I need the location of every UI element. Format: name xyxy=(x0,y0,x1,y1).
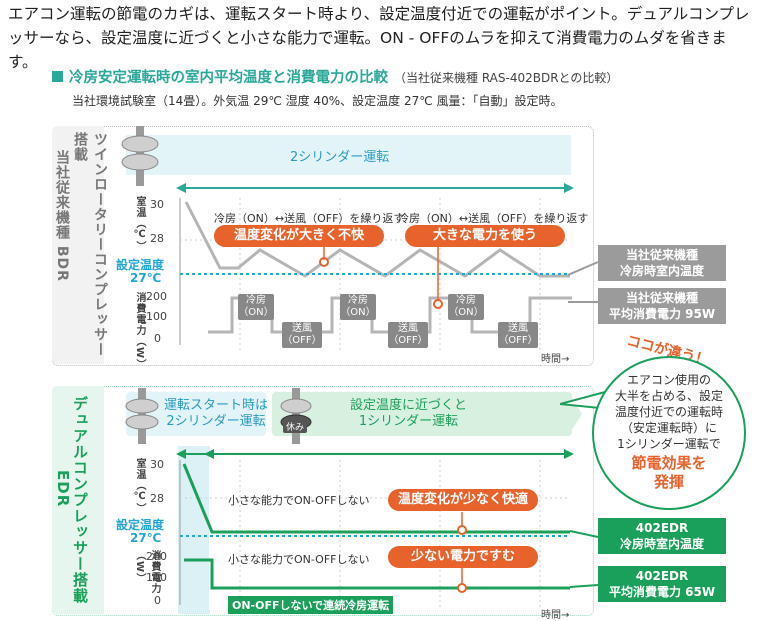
top-power-tick-100: 100 xyxy=(146,310,167,323)
top-band-text: 2シリンダー運転 xyxy=(290,150,390,165)
twin-compressor-icon xyxy=(121,126,159,186)
bottom-steady-text: 設定温度に近づくと 1シリンダー運転 xyxy=(350,398,468,429)
bottom-vertical-label-1: デュアルコンプレッサー搭載 xyxy=(71,396,89,604)
top-callout-power: 大きな電力を使う xyxy=(405,225,565,247)
off-tag-2: 送風 （OFF） xyxy=(388,322,428,348)
bottom-start-shade xyxy=(178,446,210,614)
top-set-temp-label: 設定温度 xyxy=(116,258,165,272)
top-band-arrow-shape xyxy=(546,135,571,175)
top-temp-tick-30: 30 xyxy=(150,198,164,211)
top-temp-axis-label: 室温（℃） xyxy=(134,196,145,252)
bottom-callout-temp: 温度変化が少なく快適 xyxy=(388,489,538,511)
chart-heading: 冷房安定運転時の室内平均温度と消費電力の比較 （当社従来機種 RAS-402BDR… xyxy=(52,66,618,87)
bottom-set-temp-label: 設定温度 xyxy=(116,518,165,532)
single-compressor-icon xyxy=(280,388,312,444)
top-repeat-note-1: 冷房（ON）↔送風（OFF）を繰り返す xyxy=(214,212,405,225)
bottom-result-temp: 402EDR 冷房時室内温度 xyxy=(598,518,726,554)
bottom-steady-band xyxy=(272,392,572,436)
bottom-result-temp-line1: 402EDR xyxy=(635,521,689,535)
top-result-power-line1: 当社従来機種 xyxy=(625,291,698,305)
continuous-label: ON-OFFしないで連続冷房運転 xyxy=(228,596,394,614)
heading-subtitle: （当社従来機種 RAS-402BDRとの比較） xyxy=(394,71,619,85)
bottom-twin-compressor-icon xyxy=(125,388,159,444)
off-tag-1: 送風 （OFF） xyxy=(282,322,322,348)
bottom-chart xyxy=(176,449,574,610)
top-result-temp: 当社従来機種 冷房時室内温度 xyxy=(598,245,726,281)
on-tag-2: 冷房 （ON） xyxy=(340,294,376,320)
top-result-power: 当社従来機種 平均消費電力 95W xyxy=(598,288,726,324)
bottom-temp-axis-label: 室温（℃） xyxy=(134,458,145,514)
bottom-result-temp-line2: 冷房時室内温度 xyxy=(619,537,704,551)
top-result-temp-line2: 冷房時室内温度 xyxy=(619,264,704,278)
intro-text: エアコン運転の節電のカギは、運転スタート時より、設定温度付近での運転がポイント。… xyxy=(8,5,750,71)
top-callout-temp: 温度変化が大きく不快 xyxy=(214,225,384,247)
rest-tag: 休み xyxy=(283,420,308,433)
bottom-result-power: 402EDR 平均消費電力 65W xyxy=(598,566,726,602)
top-result-power-line2: 平均消費電力 95W xyxy=(608,307,716,321)
bottom-note-power: 小さな能力でON-OFFしない xyxy=(228,553,370,566)
bottom-temp-tick-30: 30 xyxy=(150,458,164,471)
bottom-connector-lines xyxy=(570,530,599,588)
top-connector-lines xyxy=(568,261,599,303)
on-tag-1: 冷房 （ON） xyxy=(238,294,274,320)
bottom-power-tick-0: 0 xyxy=(154,594,161,607)
off-tag-3: 送風 （OFF） xyxy=(498,322,538,348)
bubble-body: エアコン使用の 大半を占める、設定 温度付近での運転時 （安定運転時）に 1シリ… xyxy=(614,373,723,451)
feature-bubble: エアコン使用の 大半を占める、設定 温度付近での運転時 （安定運転時）に 1シリ… xyxy=(592,356,746,510)
test-conditions: 当社環境試験室（14畳）。外気温 29℃ 湿度 40%、設定温度 27℃ 風量：… xyxy=(72,94,563,108)
bottom-callout-power: 少ない電力ですむ xyxy=(388,546,538,568)
bubble-emphasis: 節電効果を 発揮 xyxy=(631,454,707,491)
top-temp-tick-28: 28 xyxy=(150,232,164,245)
bottom-vertical-label-2: EDR xyxy=(54,470,72,508)
bottom-time-label: 時間→ xyxy=(541,610,570,621)
top-set-temp-value: 27℃ xyxy=(130,271,162,285)
bottom-temp-tick-28: 28 xyxy=(150,492,164,505)
top-time-label: 時間→ xyxy=(541,354,570,365)
top-vertical-label-1: ツインロータリーコンプレッサー搭載 xyxy=(72,132,108,357)
bottom-power-axis-label: 消費電力（W） xyxy=(134,550,160,594)
bottom-note-temp: 小さな能力でON-OFFしない xyxy=(228,494,370,507)
top-power-axis-label: 消費電力（W） xyxy=(134,292,145,371)
top-power-tick-0: 0 xyxy=(154,332,161,345)
bottom-result-power-line1: 402EDR xyxy=(635,569,689,583)
on-tag-3: 冷房 （ON） xyxy=(448,294,484,320)
heading-square-icon xyxy=(52,71,63,82)
heading-title: 冷房安定運転時の室内平均温度と消費電力の比較 xyxy=(69,70,388,86)
top-label-box xyxy=(52,126,104,364)
bottom-label-box xyxy=(52,386,104,614)
top-result-temp-line1: 当社従来機種 xyxy=(625,248,698,262)
bottom-power-tick-100: 100 xyxy=(146,571,167,584)
top-vertical-label-2: 当社従来機種 BDR xyxy=(54,150,70,282)
bottom-start-text: 運転スタート時は 2シリンダー運転 xyxy=(164,398,269,429)
top-repeat-note-2: 冷房（ON）↔送風（OFF）を繰り返す xyxy=(398,212,589,225)
top-band xyxy=(126,135,571,175)
bottom-set-temp-value: 27℃ xyxy=(130,531,162,545)
bottom-result-power-line2: 平均消費電力 65W xyxy=(608,585,716,599)
top-power-tick-200: 200 xyxy=(146,290,167,303)
bottom-power-tick-200: 200 xyxy=(146,550,167,563)
